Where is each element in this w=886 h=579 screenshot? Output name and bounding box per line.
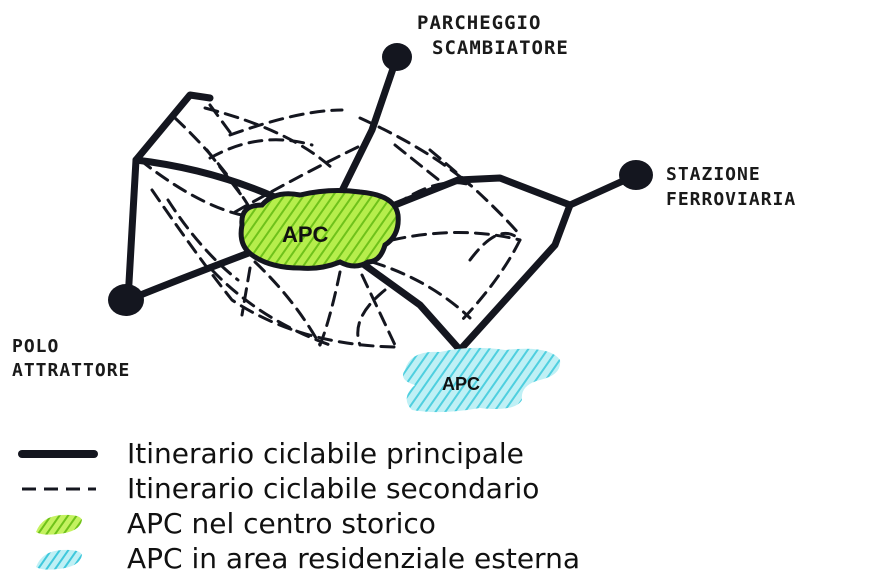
secondary-route xyxy=(360,273,397,347)
secondary-route xyxy=(208,138,314,160)
primary-route xyxy=(124,91,214,304)
secondary-route xyxy=(150,188,397,349)
primary-route xyxy=(331,53,401,209)
secondary-route xyxy=(460,238,522,322)
secondary-route xyxy=(318,270,342,347)
legend-item-apc-residential: APC in area residenziale esterna xyxy=(10,541,580,576)
secondary-route xyxy=(253,260,322,347)
secondary-route xyxy=(390,231,522,242)
legend-item-apc-center: APC nel centro storico xyxy=(10,506,580,541)
apc-residential-label: APC xyxy=(442,374,480,394)
secondary-route xyxy=(240,266,252,317)
parking-node xyxy=(382,43,412,71)
secondary-routes xyxy=(138,103,522,349)
parking-label-line2: SCAMBIATORE xyxy=(432,37,569,59)
secondary-route xyxy=(210,268,332,347)
parking-label-line1: PARCHEGGIO xyxy=(417,12,541,34)
secondary-route xyxy=(173,116,250,207)
apc-center-label: APC xyxy=(282,222,329,247)
station-label-line1: STAZIONE xyxy=(666,164,761,185)
secondary-route xyxy=(428,148,522,237)
secondary-route xyxy=(393,143,447,187)
cyan-hatch-icon xyxy=(10,541,105,576)
secondary-route xyxy=(356,288,387,347)
green-hatch-icon xyxy=(10,506,105,541)
primary-route xyxy=(124,244,266,304)
attractor-node xyxy=(108,284,144,316)
attractor-label-line2: ATTRATTORE xyxy=(12,360,130,381)
solid-line-icon xyxy=(10,436,105,471)
legend-label: Itinerario ciclabile secondario xyxy=(127,472,540,505)
primary-route xyxy=(456,201,574,354)
secondary-route xyxy=(370,260,472,320)
legend-label: APC in area residenziale esterna xyxy=(127,542,580,575)
apc-residential-area xyxy=(402,347,561,413)
legend-item-secondary: Itinerario ciclabile secondario xyxy=(10,471,580,506)
secondary-route xyxy=(205,148,247,202)
primary-route xyxy=(351,254,464,354)
dashed-line-icon xyxy=(10,471,105,506)
legend-label: APC nel centro storico xyxy=(127,507,436,540)
primary-routes xyxy=(124,53,640,354)
secondary-route xyxy=(358,116,472,187)
apc-historic-center-area xyxy=(238,188,401,271)
legend: Itinerario ciclabile principale Itinerar… xyxy=(10,436,580,576)
primary-route xyxy=(391,171,640,209)
secondary-route xyxy=(468,231,522,262)
secondary-route xyxy=(228,108,344,137)
nodes xyxy=(108,43,653,316)
secondary-route xyxy=(208,103,234,137)
secondary-route xyxy=(203,106,334,170)
secondary-route xyxy=(233,143,364,214)
station-label-line2: FERROVIARIA xyxy=(666,189,796,210)
secondary-route xyxy=(166,198,240,282)
station-node xyxy=(619,160,653,190)
legend-label: Itinerario ciclabile principale xyxy=(127,437,524,470)
attractor-label-line1: POLO xyxy=(12,336,59,357)
legend-item-primary: Itinerario ciclabile principale xyxy=(10,436,580,471)
